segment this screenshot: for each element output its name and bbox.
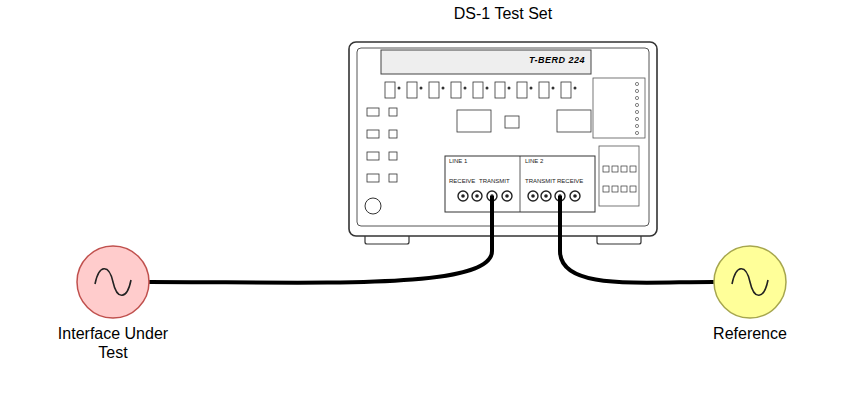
- panel-label: LINE 1: [449, 158, 467, 164]
- signal-source: Interface Under Test: [75, 244, 151, 320]
- node-label: Interface Under Test: [48, 324, 178, 362]
- signal-source: Reference: [712, 244, 788, 320]
- test-cable: [150, 251, 492, 283]
- source-symbol: [712, 244, 788, 320]
- source-symbol: [75, 244, 151, 320]
- panel-label: RECEIVE: [557, 178, 583, 184]
- brand-name: T-BERD 224: [529, 55, 585, 65]
- test-set-drawing: [345, 36, 661, 251]
- test-cable: [560, 251, 713, 283]
- panel-label: TRANSMIT: [479, 178, 510, 184]
- test-set: DS-1 Test SetT-BERD 224LINE 1LINE 2RECEI…: [345, 36, 661, 251]
- node-label: Reference: [685, 324, 815, 343]
- panel-label: RECEIVE: [449, 178, 475, 184]
- node-label: DS-1 Test Set: [403, 4, 603, 23]
- panel-label: TRANSMIT: [525, 178, 556, 184]
- panel-label: LINE 2: [525, 158, 543, 164]
